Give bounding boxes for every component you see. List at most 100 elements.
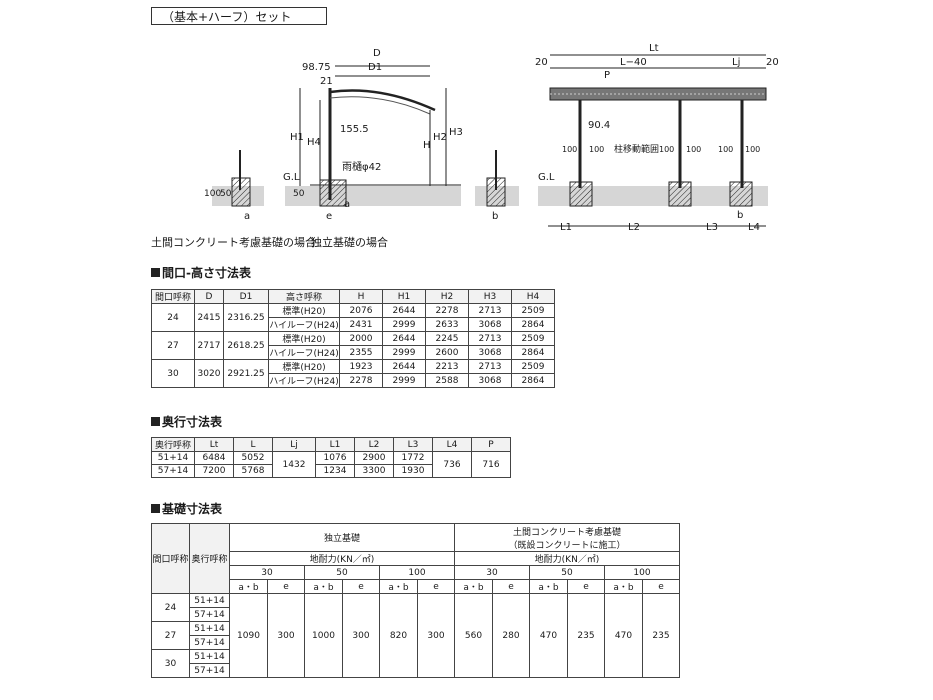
t1-cell: 2245 — [425, 331, 469, 346]
t2-Lj: 1432 — [272, 451, 316, 478]
t2-header: P — [471, 437, 511, 452]
frontage-height-table: 間口呼称 D D1 高さ呼称 H H1 H2 H3 H4 24 2415 231… — [151, 289, 555, 388]
t1-cell: 2588 — [425, 373, 469, 388]
arrow-c1: 100 — [718, 145, 733, 154]
dim-b-front: b — [737, 210, 743, 221]
t1-cell: 2999 — [382, 345, 426, 360]
t2-cell: 7200 — [194, 464, 234, 478]
caption-independent-foundation: 独立基礎の場合 — [311, 236, 388, 249]
dim-20a: 20 — [535, 57, 548, 68]
t3-load: 50 — [529, 565, 605, 580]
t3-bearing: 地耐力(KN／㎡) — [454, 551, 680, 566]
t1-cell: 2431 — [339, 317, 383, 332]
t3-ab: a・b — [529, 579, 568, 594]
t1-cell: 2213 — [425, 359, 469, 374]
t3-e: e — [417, 579, 455, 594]
t2-cell: 1234 — [315, 464, 355, 478]
t3-bearing: 地耐力(KN／㎡) — [229, 551, 455, 566]
arrow-b2: 100 — [686, 145, 701, 154]
dim-b-side: b — [492, 211, 498, 222]
t1-header: 間口呼称 — [151, 289, 195, 304]
t1-cell: ハイルーフ(H24) — [268, 317, 340, 332]
dim-21: 21 — [320, 76, 333, 87]
t3-value: 1090 — [229, 593, 268, 678]
t2-header: L — [233, 437, 273, 452]
t3-ab: a・b — [229, 579, 268, 594]
t2-header: 奥行呼称 — [151, 437, 195, 452]
arrow-b1: 100 — [659, 145, 674, 154]
arrow-a2: 100 — [589, 145, 604, 154]
set-title: （基本+ハーフ）セット — [151, 7, 327, 25]
t3-value: 1000 — [304, 593, 343, 678]
t3-ab: a・b — [304, 579, 343, 594]
t1-cell: 2864 — [511, 317, 555, 332]
t3-slab: 土間コンクリート考慮基礎（既設コンクリートに施工） — [454, 523, 680, 552]
t3-load: 30 — [229, 565, 305, 580]
t1-header: H3 — [468, 289, 512, 304]
dim-P: P — [604, 70, 610, 81]
t1-header: H1 — [382, 289, 426, 304]
t2-cell: 2900 — [354, 451, 394, 465]
dim-L3: L3 — [706, 222, 718, 233]
t1-cell: 2000 — [339, 331, 383, 346]
t1-cell: 3068 — [468, 373, 512, 388]
t1-cell: 2509 — [511, 331, 555, 346]
dim-L1: L1 — [560, 222, 572, 233]
dim-H: H — [423, 140, 431, 151]
t1-cell: 2713 — [468, 303, 512, 318]
t3-e: e — [267, 579, 305, 594]
t1-D1: 2316.25 — [223, 303, 269, 332]
t3-width: 30 — [151, 649, 190, 678]
t3-value: 470 — [604, 593, 643, 678]
t3-depth: 51+14 — [189, 593, 230, 608]
dim-L2: L2 — [628, 222, 640, 233]
t3-value: 280 — [492, 593, 530, 678]
t3-slab-line2: （既設コンクリートに施工） — [508, 540, 626, 551]
t3-value: 820 — [379, 593, 418, 678]
t3-depth: 57+14 — [189, 635, 230, 650]
t2-cell: 1076 — [315, 451, 355, 465]
t3-ab: a・b — [379, 579, 418, 594]
t1-cell: 2999 — [382, 373, 426, 388]
dim-L40: L−40 — [620, 57, 647, 68]
t3-load: 50 — [304, 565, 380, 580]
dim-H1: H1 — [290, 132, 304, 143]
t3-depth: 51+14 — [189, 621, 230, 636]
t3-depth: 51+14 — [189, 649, 230, 664]
dim-100: 100 — [204, 189, 221, 199]
t1-D: 2415 — [194, 303, 224, 332]
t2-cell: 5768 — [233, 464, 273, 478]
t1-cell: ハイルーフ(H24) — [268, 373, 340, 388]
t1-header: H4 — [511, 289, 555, 304]
t3-load: 30 — [454, 565, 530, 580]
t3-e: e — [642, 579, 680, 594]
t1-cell: 2509 — [511, 359, 555, 374]
gutter-label: 雨樋φ42 — [342, 160, 381, 173]
front-elevation-diagram: Lt 20 L−40 Lj 20 P 90.4 G.L 100 100 柱移動範… — [535, 43, 779, 233]
t2-cell: 3300 — [354, 464, 394, 478]
t1-cell: 2278 — [425, 303, 469, 318]
t1-cell: 3068 — [468, 345, 512, 360]
t1-header: D — [194, 289, 224, 304]
t1-header: H2 — [425, 289, 469, 304]
t1-width: 30 — [151, 359, 195, 388]
t1-width: 24 — [151, 303, 195, 332]
t1-cell: 標準(H20) — [268, 359, 340, 374]
dim-e: e — [326, 211, 332, 222]
t3-col-width: 間口呼称 — [151, 523, 190, 594]
t1-cell: 標準(H20) — [268, 303, 340, 318]
t3-value: 300 — [417, 593, 455, 678]
t1-cell: 2644 — [382, 303, 426, 318]
t2-header: L2 — [354, 437, 394, 452]
t1-cell: 2713 — [468, 359, 512, 374]
t1-cell: 3068 — [468, 317, 512, 332]
t1-cell: 2864 — [511, 345, 555, 360]
t2-L4: 736 — [432, 451, 472, 478]
t1-cell: 2076 — [339, 303, 383, 318]
section-frontage-height: 間口-高さ寸法表 — [151, 264, 251, 281]
t3-value: 470 — [529, 593, 568, 678]
arrow-a1: 100 — [562, 145, 577, 154]
t1-header: 高さ呼称 — [268, 289, 340, 304]
depth-table: 奥行呼称 Lt L Lj L1 L2 L3 L4 P 51+14 6484 50… — [151, 437, 511, 478]
dim-L4: L4 — [748, 222, 760, 233]
